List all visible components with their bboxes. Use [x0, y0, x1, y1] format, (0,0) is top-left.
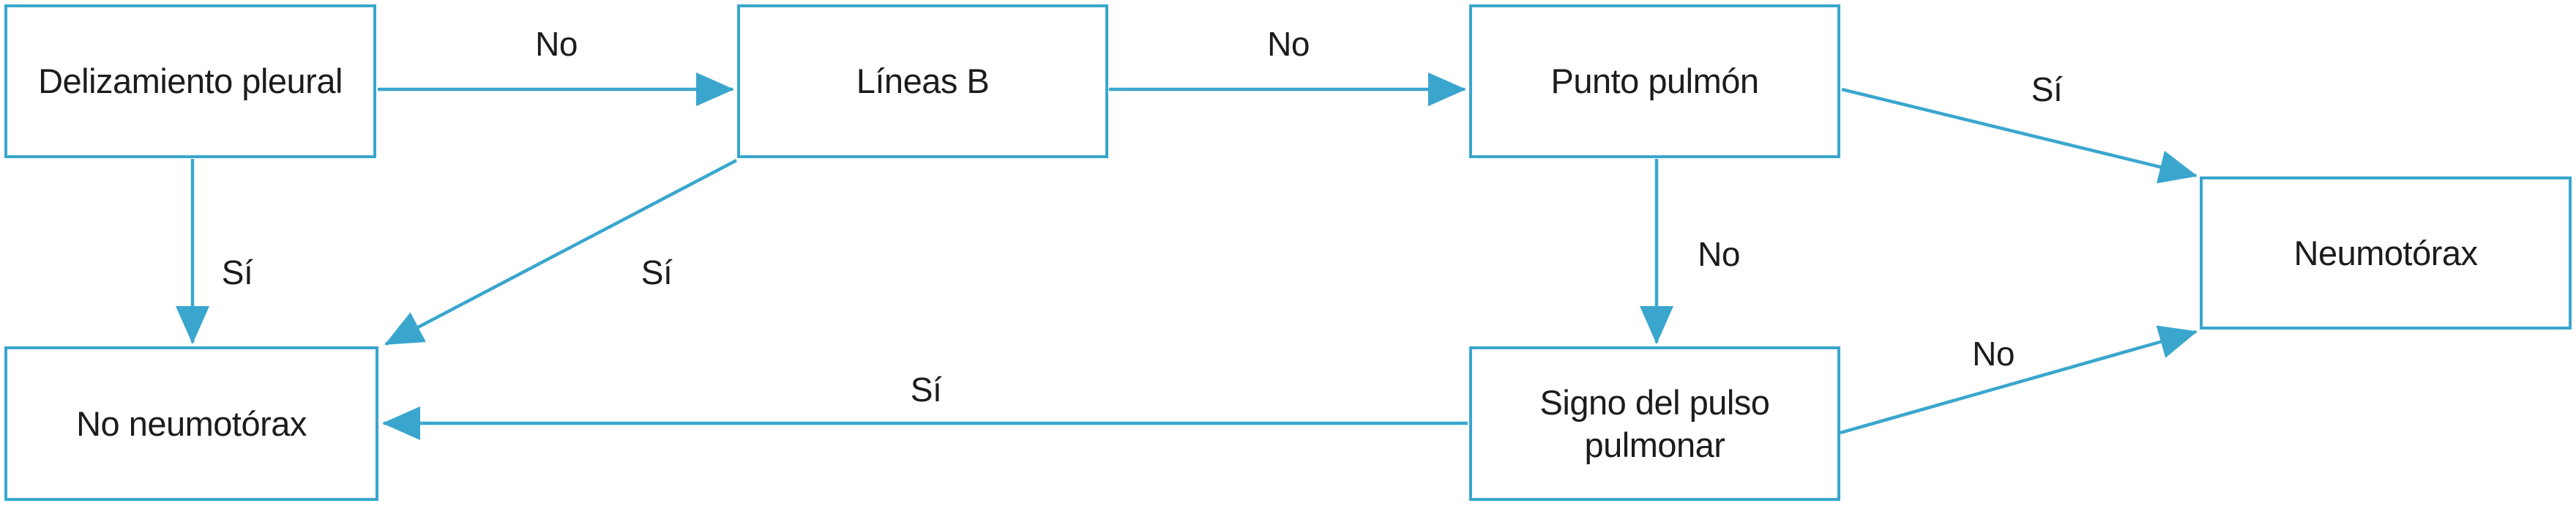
edge-label-si-3: Sí: [641, 253, 673, 291]
edge-label-no-2: No: [1267, 25, 1310, 63]
edge-signopulso-to-neumotorax: [1840, 325, 2198, 435]
node-label: Líneas B: [856, 62, 990, 101]
node-delizamiento-pleural: Delizamiento pleural: [4, 4, 376, 158]
edge-label-si-4: Sí: [910, 371, 942, 409]
edge-label-no-1: No: [535, 25, 578, 63]
edge-label-no-4: No: [1972, 335, 2015, 373]
node-label: Signo del pulso pulmonar: [1539, 383, 1770, 464]
edge-label-no-3: No: [1698, 235, 1740, 273]
node-neumotorax: Neumotórax: [2200, 176, 2572, 330]
node-no-neumotorax: No neumotórax: [4, 346, 378, 501]
node-label: No neumotórax: [76, 403, 307, 443]
node-signo-pulso-pulmonar: Signo del pulso pulmonar: [1469, 346, 1840, 501]
edge-lineasb-to-noneumotorax: [384, 159, 738, 346]
edge-puntopulmon-to-neumotorax: [1841, 87, 2198, 184]
node-punto-pulmon: Punto pulmón: [1469, 4, 1840, 158]
node-label: Delizamiento pleural: [38, 62, 343, 101]
node-lineas-b: Líneas B: [737, 4, 1108, 158]
node-label: Punto pulmón: [1550, 62, 1759, 101]
node-label: Neumotórax: [2293, 233, 2479, 272]
edge-label-si-2: Sí: [221, 253, 253, 291]
edge-label-si-1: Sí: [2031, 70, 2063, 108]
